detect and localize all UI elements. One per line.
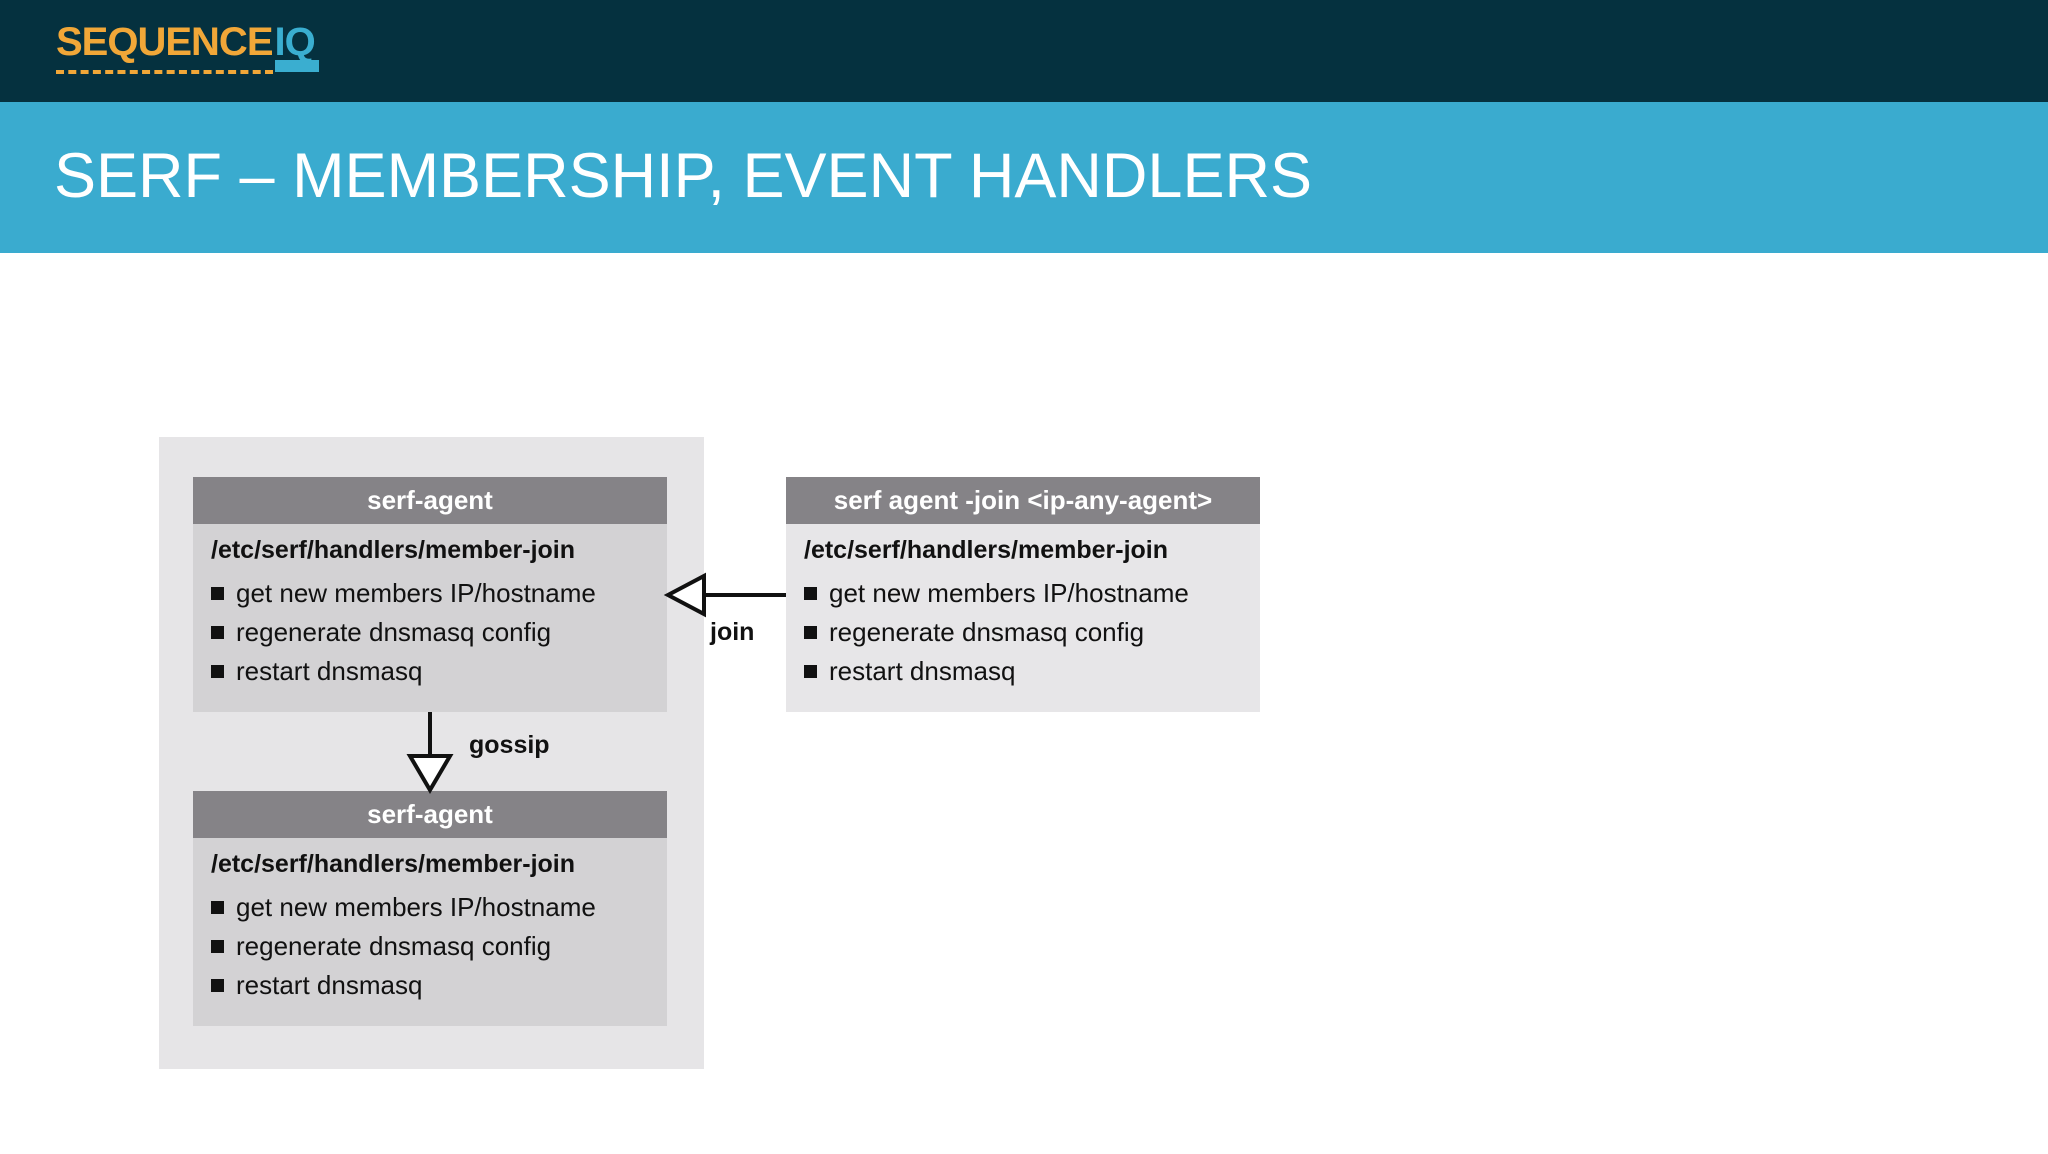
- square-bullet-icon: [804, 665, 817, 678]
- handler-step-text: regenerate dnsmasq config: [829, 617, 1145, 647]
- square-bullet-icon: [211, 901, 224, 914]
- handler-step: regenerate dnsmasq config: [211, 931, 551, 962]
- node-body: /etc/serf/handlers/member-join get new m…: [193, 524, 667, 712]
- square-bullet-icon: [804, 626, 817, 639]
- handler-step-text: get new members IP/hostname: [236, 892, 596, 922]
- handler-path: /etc/serf/handlers/member-join: [211, 850, 576, 878]
- handler-step-text: get new members IP/hostname: [236, 578, 596, 608]
- handler-step-text: regenerate dnsmasq config: [236, 617, 552, 647]
- square-bullet-icon: [211, 587, 224, 600]
- node-body: /etc/serf/handlers/member-join get new m…: [193, 838, 667, 1026]
- serf-agent-node-top: serf-agent /etc/serf/handlers/member-joi…: [193, 477, 667, 712]
- handler-step-text: get new members IP/hostname: [829, 578, 1189, 608]
- top-bar: [0, 0, 2048, 102]
- logo-wordmark-main: SEQUENCE: [56, 22, 273, 74]
- handler-path: /etc/serf/handlers/member-join: [211, 536, 576, 564]
- handler-step-text: restart dnsmasq: [236, 970, 423, 1000]
- handler-step-text: regenerate dnsmasq config: [236, 931, 552, 961]
- handler-step-text: restart dnsmasq: [236, 656, 423, 686]
- title-bar: [0, 102, 2048, 253]
- square-bullet-icon: [211, 626, 224, 639]
- square-bullet-icon: [211, 665, 224, 678]
- handler-step: regenerate dnsmasq config: [211, 617, 551, 648]
- handler-step: get new members IP/hostname: [211, 578, 596, 609]
- handler-step: get new members IP/hostname: [804, 578, 1189, 609]
- node-title: serf-agent: [193, 477, 667, 524]
- handler-step: restart dnsmasq: [211, 656, 422, 687]
- node-title: serf-agent: [193, 791, 667, 838]
- sequenceiq-logo: SEQUENCE IQ: [56, 22, 319, 82]
- handler-path: /etc/serf/handlers/member-join: [804, 536, 1169, 564]
- joining-agent-node: serf agent -join <ip-any-agent> /etc/ser…: [786, 477, 1260, 712]
- square-bullet-icon: [211, 940, 224, 953]
- node-body: /etc/serf/handlers/member-join get new m…: [786, 524, 1260, 712]
- square-bullet-icon: [211, 979, 224, 992]
- serf-agent-node-bottom: serf-agent /etc/serf/handlers/member-joi…: [193, 791, 667, 1026]
- handler-step: get new members IP/hostname: [211, 892, 596, 923]
- node-title: serf agent -join <ip-any-agent>: [786, 477, 1260, 524]
- logo-wordmark-accent: IQ: [273, 22, 319, 72]
- join-edge-label: join: [710, 618, 755, 646]
- handler-step-text: restart dnsmasq: [829, 656, 1016, 686]
- square-bullet-icon: [804, 587, 817, 600]
- slide-title: SERF – MEMBERSHIP, EVENT HANDLERS: [54, 141, 1313, 211]
- handler-step: restart dnsmasq: [804, 656, 1015, 687]
- gossip-edge-label: gossip: [469, 731, 550, 759]
- handler-step: regenerate dnsmasq config: [804, 617, 1144, 648]
- handler-step: restart dnsmasq: [211, 970, 422, 1001]
